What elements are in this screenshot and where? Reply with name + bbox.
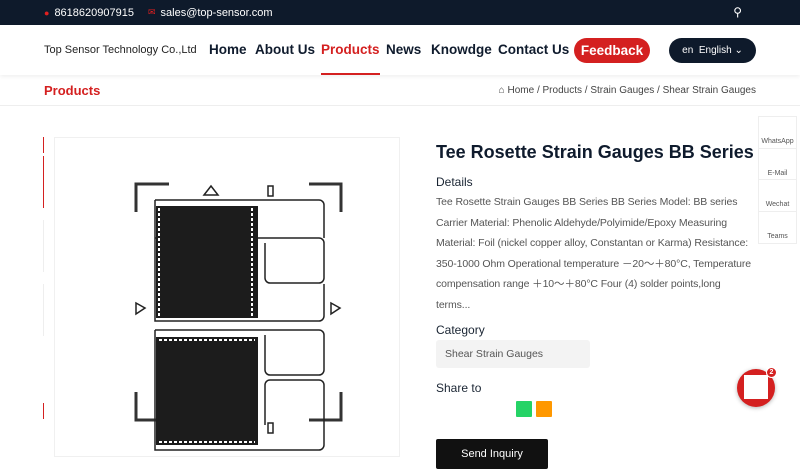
breadcrumb: ⌂ Home / Products / Strain Gauges / Shea…: [499, 85, 756, 96]
home-icon: ⌂: [498, 85, 505, 96]
product-info: Tee Rosette Strain Gauges BB Series Deta…: [436, 141, 756, 469]
side-contact-bar: WhatsApp E-Mail Wechat Teams: [758, 116, 797, 244]
nav-home[interactable]: Home: [209, 42, 247, 57]
share-label: Share to: [436, 381, 482, 395]
product-title: Tee Rosette Strain Gauges BB Series: [436, 142, 754, 162]
product-description: Tee Rosette Strain Gauges BB Series BB S…: [436, 196, 752, 311]
share-buttons: [516, 401, 556, 417]
side-teams[interactable]: Teams: [767, 232, 788, 240]
chat-button[interactable]: 2: [737, 367, 777, 407]
nav-news[interactable]: News: [386, 42, 422, 57]
side-whatsapp[interactable]: WhatsApp: [759, 117, 796, 149]
details-label: Details: [436, 175, 473, 189]
crumb-products[interactable]: Products: [542, 85, 582, 96]
nav-contact-us[interactable]: Contact Us: [498, 42, 570, 57]
crumb-strain-gauges[interactable]: Strain Gauges: [590, 85, 655, 96]
side-wechat[interactable]: Wechat: [759, 180, 796, 212]
nav-products[interactable]: Products: [321, 25, 380, 75]
chevron-down-icon: ⌄: [734, 45, 743, 56]
email-address: sales@top-sensor.com: [160, 6, 273, 19]
section-title: Products: [44, 83, 101, 98]
sep: /: [654, 85, 663, 96]
mail-icon: ✉: [147, 7, 156, 17]
lang-label: English: [698, 45, 732, 56]
feedback-button[interactable]: Feedback: [574, 38, 650, 63]
nav-knowdge[interactable]: Knowdge: [431, 42, 492, 57]
product-image: [54, 137, 400, 457]
side-email[interactable]: E-Mail: [759, 149, 796, 180]
sep: /: [534, 85, 543, 96]
lang-code: en: [682, 45, 694, 56]
crumb-home[interactable]: Home: [507, 85, 535, 96]
category-tag[interactable]: Shear Strain Gauges: [436, 340, 590, 368]
phone-number: 8618620907915: [54, 6, 134, 19]
phone-icon: ●: [44, 7, 50, 18]
email-link[interactable]: ✉ sales@top-sensor.com: [148, 7, 273, 19]
share-whatsapp-button[interactable]: [516, 401, 532, 417]
strain-gauge-diagram: [134, 182, 343, 451]
share-other-button[interactable]: [536, 401, 552, 417]
chat-icon: [744, 375, 768, 399]
send-inquiry-button[interactable]: Send Inquiry: [436, 439, 548, 469]
breadcrumb-bar: Products ⌂ Home / Products / Strain Gaug…: [0, 75, 800, 106]
category-label: Category: [436, 323, 485, 337]
crumb-shear[interactable]: Shear Strain Gauges: [662, 85, 756, 96]
top-bar: ● 8618620907915 ✉ sales@top-sensor.com ⚲: [0, 0, 800, 25]
chat-badge: 2: [766, 367, 777, 378]
phone-link[interactable]: ● 8618620907915: [44, 7, 134, 19]
logo[interactable]: Top Sensor Technology Co.,Ltd: [44, 44, 197, 56]
sep: /: [581, 85, 591, 96]
nav-about-us[interactable]: About Us: [255, 42, 315, 57]
language-selector[interactable]: en English ⌄: [669, 38, 756, 63]
search-icon[interactable]: ⚲: [733, 5, 742, 19]
main-nav: Top Sensor Technology Co.,Ltd Home About…: [0, 25, 800, 75]
